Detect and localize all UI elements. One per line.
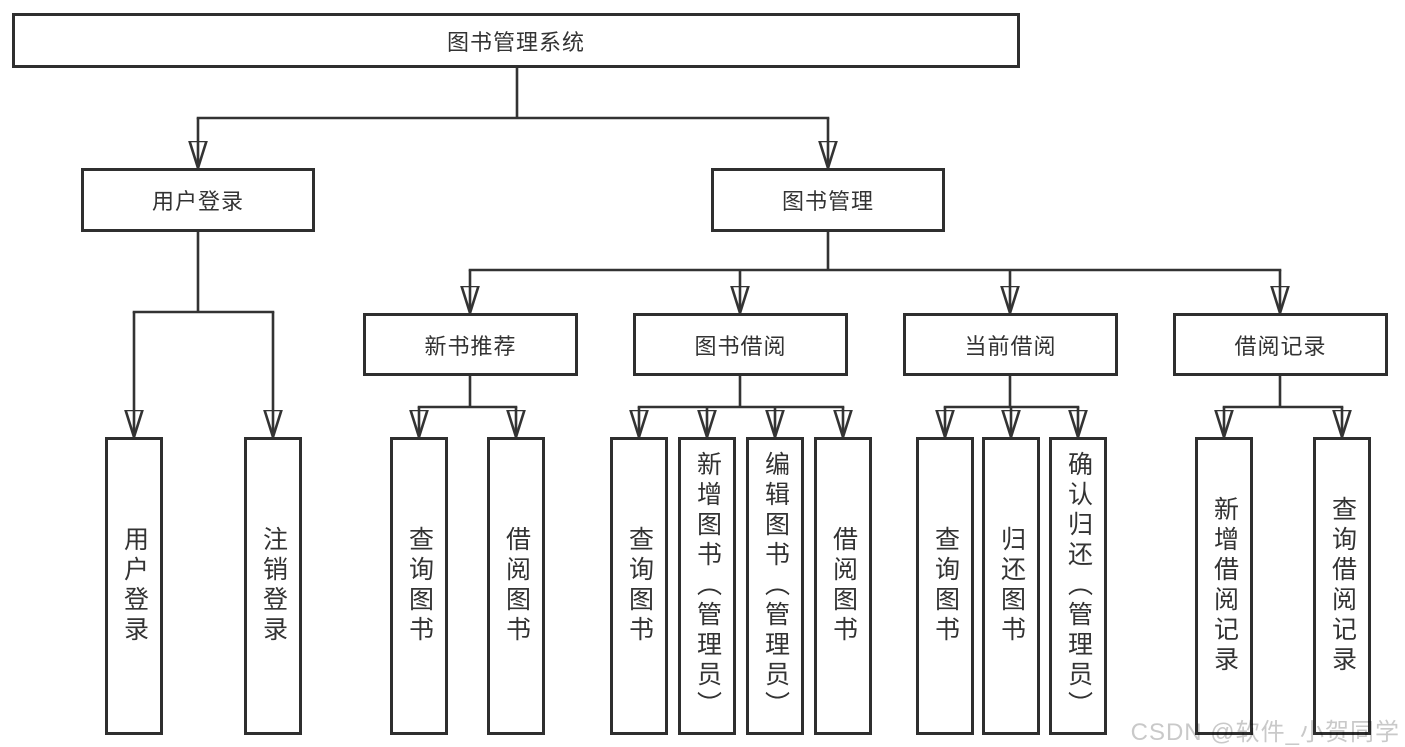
leaf-confirm-return-admin: 确认归还（管理员）: [1049, 437, 1107, 735]
leaf-edit-book-admin: 编辑图书（管理员）: [746, 437, 804, 735]
node-user-login: 用户登录: [81, 168, 315, 232]
node-new-book-recommendation: 新书推荐: [363, 313, 578, 376]
leaf-user-login-label: 用户登录: [120, 526, 149, 646]
leaf-query-books-current: 查询图书: [916, 437, 974, 735]
csdn-watermark: CSDN @软件_小贺同学: [1130, 719, 1400, 746]
node-book-management-label: 图书管理: [781, 189, 874, 214]
node-book-management: 图书管理: [711, 168, 945, 232]
node-current-borrowing-label: 当前借阅: [964, 333, 1057, 359]
leaf-user-login: 用户登录: [105, 437, 163, 735]
leaf-query-books-borrowing-label: 查询图书: [625, 526, 654, 646]
node-root: 图书管理系统: [12, 13, 1020, 68]
node-book-borrowing: 图书借阅: [633, 313, 848, 376]
leaf-return-books-label: 归还图书: [997, 526, 1026, 646]
leaf-add-borrow-record: 新增借阅记录: [1195, 437, 1253, 735]
leaf-query-books-recommend-label: 查询图书: [405, 526, 434, 646]
node-borrowing-records-label: 借阅记录: [1234, 333, 1327, 359]
connector-user-login-branch: [134, 230, 273, 437]
node-borrowing-records: 借阅记录: [1173, 313, 1388, 376]
connector-borrowing-records-branch: [1224, 374, 1342, 437]
node-new-book-recommendation-label: 新书推荐: [424, 333, 517, 359]
leaf-query-borrow-record-label: 查询借阅记录: [1328, 496, 1357, 676]
node-book-borrowing-label: 图书借阅: [694, 333, 787, 359]
leaf-query-books-borrowing: 查询图书: [610, 437, 668, 735]
leaf-query-borrow-record: 查询借阅记录: [1313, 437, 1371, 735]
connector-root-to-level2: [198, 66, 828, 168]
node-user-login-label: 用户登录: [151, 189, 244, 214]
connector-book-borrowing-branch: [639, 374, 843, 437]
leaf-add-book-admin-label: 新增图书（管理员）: [693, 451, 722, 721]
leaf-confirm-return-admin-label: 确认归还（管理员）: [1064, 451, 1093, 721]
leaf-query-books-recommend: 查询图书: [390, 437, 448, 735]
leaf-logout: 注销登录: [244, 437, 302, 735]
leaf-return-books: 归还图书: [982, 437, 1040, 735]
leaf-edit-book-admin-label: 编辑图书（管理员）: [761, 451, 790, 721]
node-root-label: 图书管理系统: [446, 29, 585, 55]
leaf-logout-label: 注销登录: [259, 526, 288, 646]
leaf-borrow-books-borrowing-label: 借阅图书: [829, 526, 858, 646]
connector-new-book-recommendation-branch: [419, 374, 516, 437]
leaf-add-borrow-record-label: 新增借阅记录: [1210, 496, 1239, 676]
connector-current-borrowing-branch: [945, 374, 1078, 437]
leaf-borrow-books-recommend: 借阅图书: [487, 437, 545, 735]
leaf-add-book-admin: 新增图书（管理员）: [678, 437, 736, 735]
leaf-borrow-books-recommend-label: 借阅图书: [502, 526, 531, 646]
node-current-borrowing: 当前借阅: [903, 313, 1118, 376]
leaf-query-books-current-label: 查询图书: [931, 526, 960, 646]
connector-book-management-branch: [470, 230, 1280, 313]
leaf-borrow-books-borrowing: 借阅图书: [814, 437, 872, 735]
